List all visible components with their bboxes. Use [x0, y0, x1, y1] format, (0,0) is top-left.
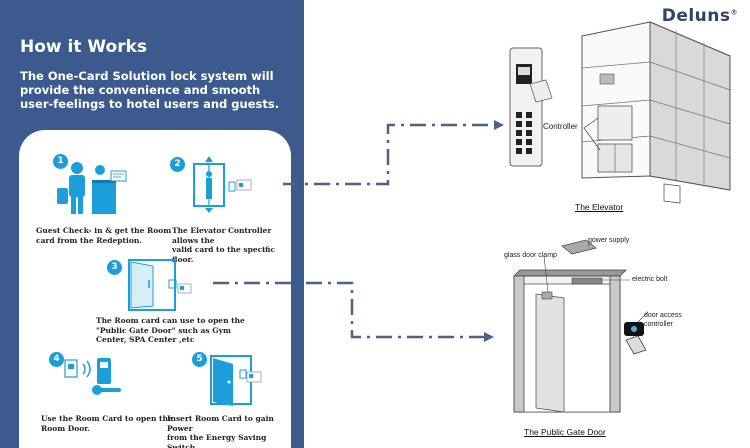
elevator-caption: The Elevator: [575, 202, 624, 212]
elevator-connector: [283, 123, 496, 186]
gate-connector: [213, 281, 486, 339]
gate-door-caption: The Public Gate Door: [524, 427, 606, 437]
energy-switch-illustration: [210, 355, 262, 406]
step-5-badge: 5: [192, 352, 207, 367]
elevator-illustration: [193, 156, 252, 213]
panel-description: The One-Card Solution lock system will p…: [20, 69, 280, 111]
brand-logo: Deluns®: [661, 6, 738, 26]
check-in-illustration: [57, 162, 127, 214]
step-2-badge: 2: [170, 157, 185, 172]
gate-arrowhead: [484, 332, 494, 342]
panel-title: How it Works: [20, 37, 148, 57]
step-3-badge: 3: [107, 260, 122, 275]
power-supply-label: power supply: [588, 237, 630, 244]
step-4-badge: 4: [49, 352, 64, 367]
step-1-badge: 1: [53, 154, 68, 169]
room-door-card-illustration: [64, 358, 121, 395]
gate-door-scene: [513, 239, 649, 413]
how-it-works-panel: How it Works The One-Card Solution lock …: [0, 0, 304, 448]
gate-door-illustration: [128, 259, 192, 311]
elevator-scene: [509, 21, 731, 204]
electric-bolt-label: electric bolt: [632, 276, 668, 283]
step-3-text: The Room card can use to open the"Public…: [96, 316, 245, 344]
elevator-controller-label: Controller: [543, 122, 578, 131]
glass-door-clamp-label: glass door clamp: [504, 252, 557, 259]
elevator-arrowhead: [494, 120, 504, 130]
